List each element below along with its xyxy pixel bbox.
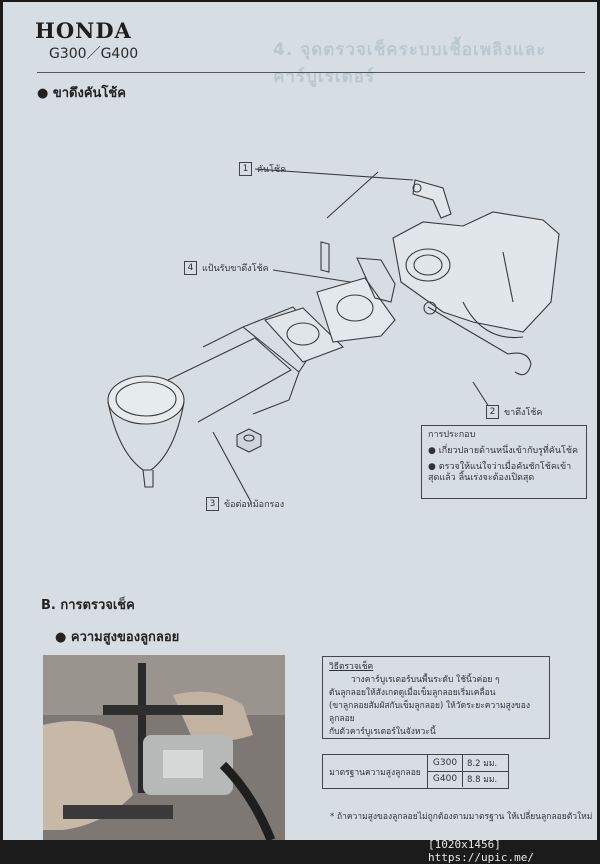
inspection-line-3: (ขาลูกลอยสัมผัสกับเข็มลูกลอย) ให้วัดระยะ… (329, 700, 543, 726)
photo-illustration (43, 655, 285, 840)
spec-model: G300 (428, 755, 463, 771)
callout-2-label: ขาดึงโช้ค (504, 405, 542, 419)
callout-2-number: 2 (486, 405, 499, 419)
callout-1-label: คันโช้ค (257, 162, 286, 176)
upic-watermark: [1020x1456] https://upic.me/ (428, 840, 600, 861)
float-height-text: ความสูงของลูกลอย (71, 630, 179, 645)
footnote-text: ถ้าความสูงของลูกลอยไม่ถูกต้องตามมาตรฐาน … (337, 812, 592, 822)
callout-2: 2 ขาดึงโช้ค (486, 405, 542, 419)
callout-3-label: ข้อต่อหม้อกรอง (224, 497, 284, 511)
callout-3-number: 3 (206, 497, 219, 511)
callout-1: 1 คันโช้ค (239, 162, 286, 176)
float-height-spec-table: มาตรฐานความสูงลูกลอย G300 8.2 มม. G400 8… (322, 754, 509, 789)
section-b-title: B. การตรวจเช็ค (41, 594, 135, 615)
spec-model: G400 (428, 771, 463, 787)
inspection-line-4: กับตัวคาร์บูเรเตอร์ในจังหวะนี้ (329, 726, 543, 739)
callout-3: 3 ข้อต่อหม้อกรอง (206, 497, 284, 511)
callout-4-label: แป้นรับขาดึงโช้ค (202, 261, 269, 275)
inspection-line-1: วางคาร์บูเรเตอร์บนพื้นระดับ ใช้นิ้วค่อย … (329, 674, 543, 687)
callout-4-number: 4 (184, 261, 197, 275)
manual-page: 4. จุดตรวจเช็คระบบเชื้อเพลิงและคาร์บูเรเ… (3, 2, 597, 840)
inspection-box: วิธีตรวจเช็ค วางคาร์บูเรเตอร์บนพื้นระดับ… (322, 656, 550, 739)
spec-row-g400: G400 8.8 มม. (428, 771, 508, 787)
inspection-line-2: ดันลูกลอยให้สังเกตดูเมื่อเข็มลูกลอยเริ่ม… (329, 687, 543, 700)
assembly-note-item-2: ตรวจให้แน่ใจว่าเมื่อคันชักโช้คเข้าสุดแล้… (428, 462, 571, 483)
inspection-title: วิธีตรวจเช็ค (329, 661, 543, 674)
float-measure-photo (43, 655, 285, 840)
spec-value: 8.8 มม. (463, 772, 497, 786)
spec-value: 8.2 มม. (463, 756, 497, 770)
footnote: * ถ้าความสูงของลูกลอยไม่ถูกต้องตามมาตรฐา… (330, 809, 592, 823)
assembly-note-title: การประกอบ (428, 430, 580, 441)
assembly-note-box: การประกอบ ● เกี่ยวปลายด้านหนึ่งเข้ากับรู… (421, 425, 587, 499)
callout-1-number: 1 (239, 162, 252, 176)
assembly-note-item-1: เกี่ยวปลายด้านหนึ่งเข้ากับรูที่คันโช้ค (439, 446, 578, 456)
exploded-diagram (3, 2, 597, 592)
spec-row-g300: G300 8.2 มม. (428, 755, 508, 772)
float-height-heading: ● ความสูงของลูกลอย (55, 626, 179, 647)
spec-label: มาตรฐานความสูงลูกลอย (323, 755, 428, 788)
callout-4: 4 แป้นรับขาดึงโช้ค (184, 261, 269, 275)
